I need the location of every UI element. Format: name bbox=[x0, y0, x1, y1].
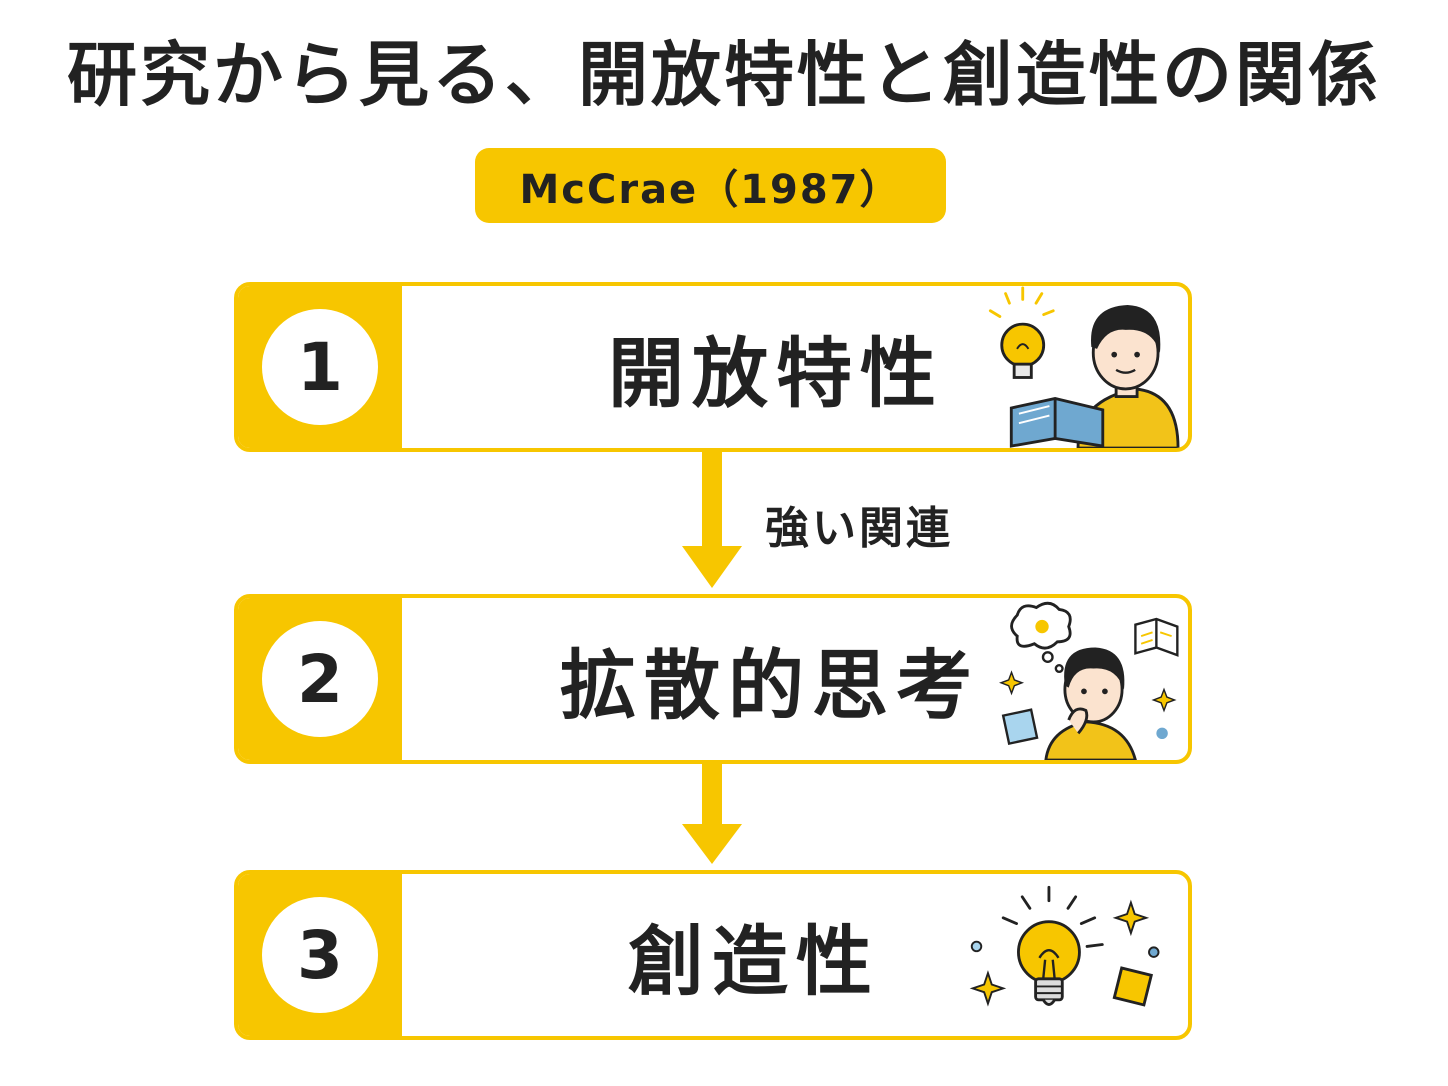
relation-label: 強い関連 bbox=[765, 503, 953, 554]
page-title: 研究から見る、開放特性と創造性の関係 bbox=[67, 34, 1381, 116]
step-1-label: 開放特性 bbox=[608, 329, 944, 418]
arrow-down-2 bbox=[682, 764, 742, 864]
step-3-number: 3 bbox=[262, 897, 378, 1013]
idea-lightbulb-icon bbox=[969, 885, 1160, 1007]
arrow-down-1 bbox=[682, 452, 742, 588]
step-1-box: 1 開放特性 bbox=[234, 282, 1192, 452]
step-2-box: 2 拡散的思考 bbox=[234, 594, 1192, 764]
source-badge: McCrae（1987） bbox=[475, 148, 946, 223]
step-3-box: 3 創造性 bbox=[234, 870, 1192, 1040]
step-2-label: 拡散的思考 bbox=[560, 641, 980, 730]
person-reading-icon bbox=[988, 286, 1180, 448]
source-citation: McCrae（1987） bbox=[519, 166, 902, 213]
thinking-person-icon bbox=[999, 601, 1179, 760]
step-2-number: 2 bbox=[262, 621, 378, 737]
lightbulb-icon bbox=[988, 286, 1055, 379]
step-1-number: 1 bbox=[262, 309, 378, 425]
step-3-label: 創造性 bbox=[628, 917, 880, 1006]
